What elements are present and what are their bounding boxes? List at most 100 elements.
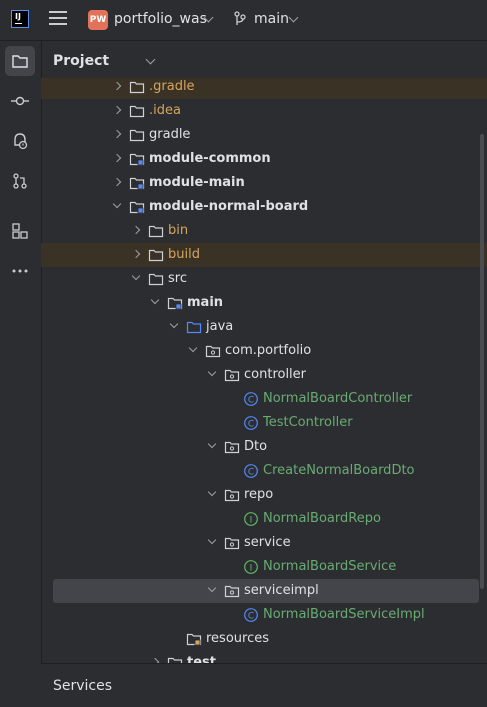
tree-item-label: NormalBoardService xyxy=(263,559,397,574)
chevron-down-icon[interactable] xyxy=(131,271,141,281)
tree-folder-row[interactable]: main xyxy=(41,291,487,315)
folder-icon xyxy=(148,247,164,263)
tree-scrollbar[interactable] xyxy=(480,134,484,589)
chevron-down-icon[interactable] xyxy=(207,535,217,545)
project-panel-header: Project xyxy=(41,41,487,81)
project-tree: .gradle .idea gradle module-common module-ma… xyxy=(41,78,487,663)
svg-text:C: C xyxy=(248,395,254,405)
git-branch-icon[interactable] xyxy=(233,11,247,27)
tree-item-label: build xyxy=(168,247,200,262)
tree-folder-row[interactable]: bin xyxy=(41,219,487,243)
tree-folder-row[interactable]: repo xyxy=(41,483,487,507)
tree-item-label: .idea xyxy=(149,103,181,118)
resources-folder-icon xyxy=(186,631,202,647)
tree-file-row[interactable]: resources xyxy=(41,627,487,651)
chevron-down-icon[interactable] xyxy=(112,199,122,209)
chevron-right-icon[interactable] xyxy=(131,249,141,259)
more-icon[interactable] xyxy=(5,256,35,286)
package-icon xyxy=(224,583,240,599)
chevron-down-icon[interactable] xyxy=(207,583,217,593)
intellij-logo-icon[interactable]: IJ xyxy=(11,10,29,28)
package-icon xyxy=(224,367,240,383)
tree-folder-row[interactable]: module-normal-board xyxy=(41,195,487,219)
chevron-right-icon[interactable] xyxy=(112,81,122,91)
tree-folder-row[interactable]: controller xyxy=(41,363,487,387)
chevron-down-icon[interactable] xyxy=(288,12,299,23)
svg-text:I: I xyxy=(250,515,253,525)
tree-folder-row[interactable]: serviceimpl xyxy=(53,579,479,603)
tree-item-label: bin xyxy=(168,223,189,238)
tree-folder-row[interactable]: service xyxy=(41,531,487,555)
tree-item-label: module-normal-board xyxy=(149,199,309,214)
tree-folder-row[interactable]: src xyxy=(41,267,487,291)
project-icon[interactable] xyxy=(5,46,35,76)
tree-folder-row[interactable]: gradle xyxy=(41,123,487,147)
tree-folder-row[interactable]: build xyxy=(41,243,487,267)
tree-file-row[interactable]: I NormalBoardRepo xyxy=(41,507,487,531)
tree-item-label: service xyxy=(244,535,291,550)
module-folder-icon xyxy=(129,151,145,167)
class-icon: C xyxy=(243,607,259,623)
module-folder-icon xyxy=(167,295,183,311)
structure-icon[interactable] xyxy=(5,216,35,246)
branch-name[interactable]: main xyxy=(254,11,289,27)
tool-window-sidebar xyxy=(0,41,42,706)
tree-item-label: NormalBoardRepo xyxy=(263,511,381,526)
source-folder-icon xyxy=(186,319,202,335)
chevron-right-icon[interactable] xyxy=(112,105,122,115)
commit-icon[interactable] xyxy=(5,86,35,116)
tree-item-label: .gradle xyxy=(149,79,195,94)
tree-item-label: module-main xyxy=(149,175,245,190)
panel-title[interactable]: Project xyxy=(53,53,110,69)
tree-folder-row[interactable]: module-common xyxy=(41,147,487,171)
package-icon xyxy=(224,487,240,503)
tree-item-label: resources xyxy=(206,631,270,646)
tree-folder-row[interactable]: module-main xyxy=(41,171,487,195)
folder-icon xyxy=(167,655,183,663)
class-icon: C xyxy=(243,463,259,479)
tree-folder-row[interactable]: test xyxy=(41,651,487,663)
package-icon xyxy=(205,343,221,359)
tree-item-label: module-common xyxy=(149,151,271,166)
tree-item-label: controller xyxy=(244,367,307,382)
chevron-down-icon[interactable] xyxy=(150,295,160,305)
tree-file-row[interactable]: I NormalBoardService xyxy=(41,555,487,579)
tree-item-label: src xyxy=(168,271,187,286)
services-tab[interactable]: Services xyxy=(53,678,113,694)
chevron-down-icon[interactable] xyxy=(207,367,217,377)
chevron-down-icon[interactable] xyxy=(207,487,217,497)
chevron-down-icon[interactable] xyxy=(145,54,156,65)
pull-requests-icon[interactable] xyxy=(5,166,35,196)
project-name[interactable]: portfolio_was xyxy=(114,11,207,27)
services-bar: Services xyxy=(41,663,487,707)
project-badge[interactable]: PW xyxy=(88,10,108,30)
main-menu-icon[interactable] xyxy=(49,11,67,27)
chevron-down-icon[interactable] xyxy=(207,439,217,449)
tree-item-label: serviceimpl xyxy=(244,583,319,598)
tree-folder-row[interactable]: java xyxy=(41,315,487,339)
chevron-down-icon[interactable] xyxy=(188,343,198,353)
tree-folder-row[interactable]: .gradle xyxy=(41,78,487,99)
tree-item-label: Dto xyxy=(244,439,268,454)
tree-folder-row[interactable]: Dto xyxy=(41,435,487,459)
module-folder-icon xyxy=(129,199,145,215)
tree-folder-row[interactable]: .idea xyxy=(41,99,487,123)
chevron-down-icon[interactable] xyxy=(169,319,179,329)
chevron-right-icon[interactable] xyxy=(112,129,122,139)
svg-text:C: C xyxy=(248,419,254,429)
folder-icon xyxy=(129,127,145,143)
tree-item-label: NormalBoardController xyxy=(263,391,413,406)
problems-icon[interactable] xyxy=(5,126,35,156)
class-icon: C xyxy=(243,415,259,431)
interface-icon: I xyxy=(243,559,259,575)
chevron-right-icon[interactable] xyxy=(112,153,122,163)
folder-icon xyxy=(129,79,145,95)
tree-folder-row[interactable]: com.portfolio xyxy=(41,339,487,363)
chevron-right-icon[interactable] xyxy=(131,225,141,235)
chevron-right-icon[interactable] xyxy=(112,177,122,187)
tree-file-row[interactable]: C NormalBoardController xyxy=(41,387,487,411)
svg-text:C: C xyxy=(248,611,254,621)
